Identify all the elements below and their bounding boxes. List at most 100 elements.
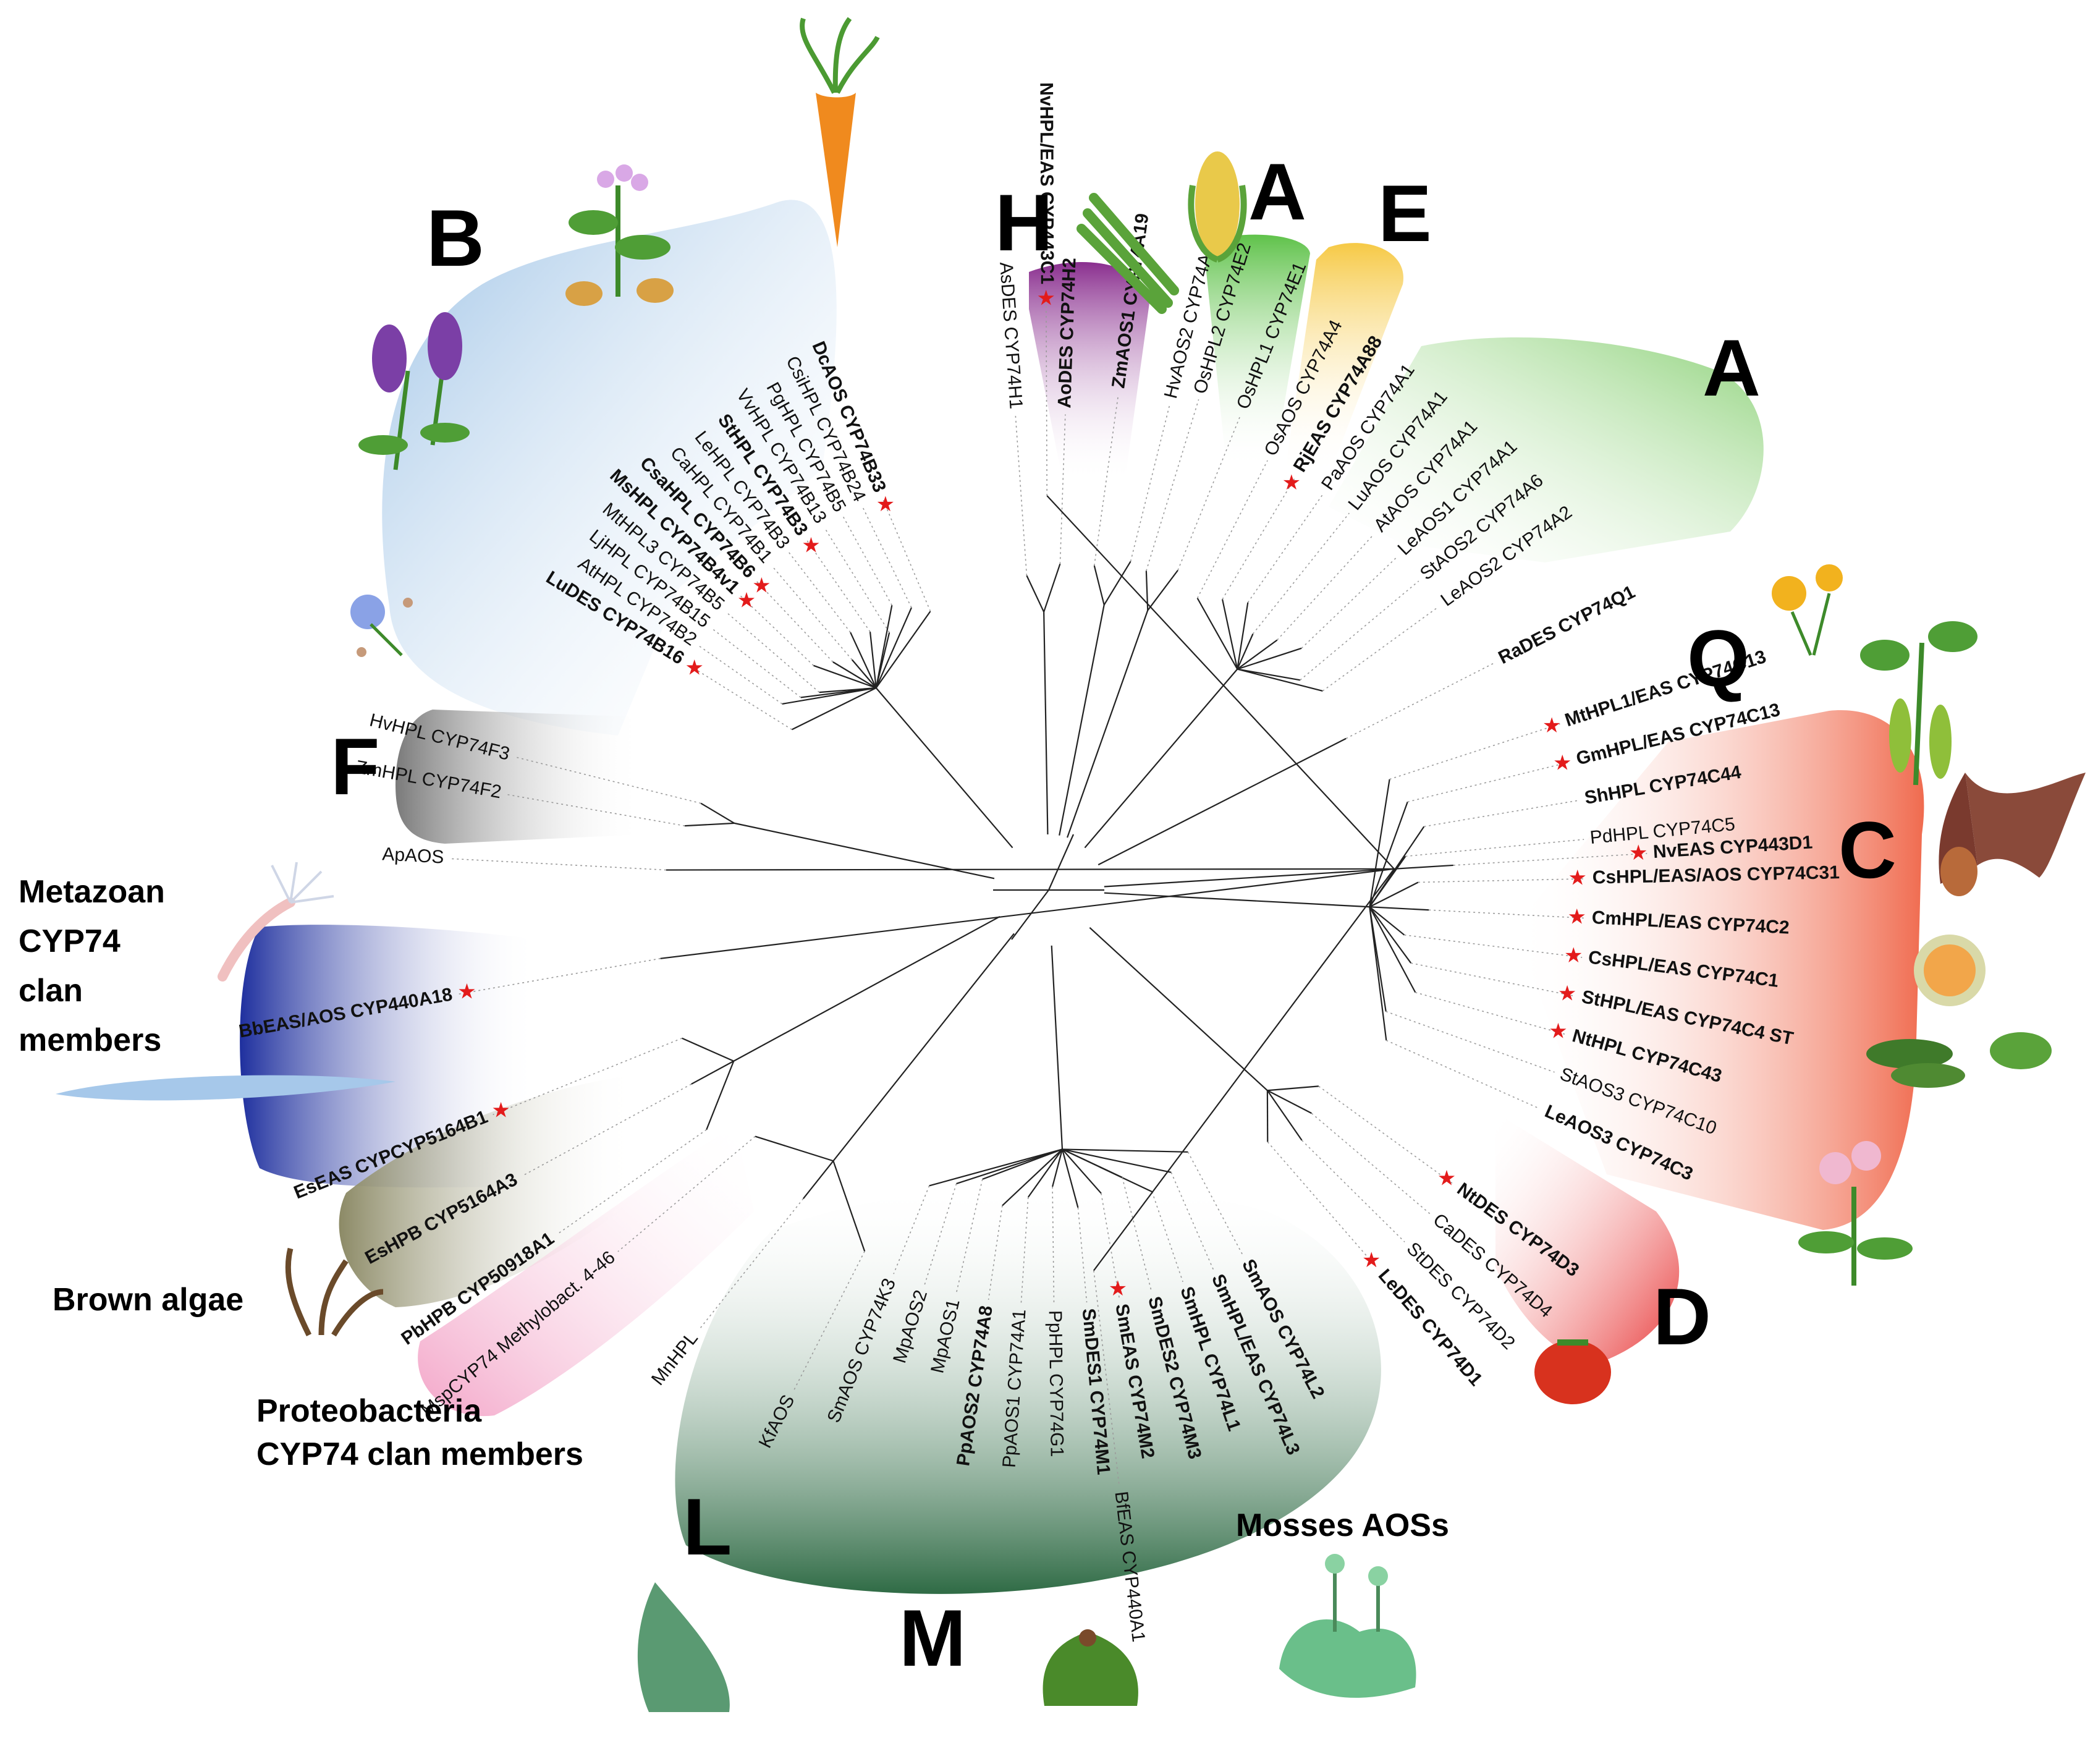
guide-line [1130, 404, 1170, 562]
tree-branch [1369, 779, 1390, 907]
tree-branch [1089, 927, 1268, 1092]
guide-line [1345, 662, 1495, 739]
guide-line [1389, 723, 1560, 780]
potato-plant-icon [565, 164, 674, 306]
leaf-label: PpHPL CYP74G1 [1045, 1310, 1067, 1457]
guide-line [617, 1135, 756, 1252]
guide-line [1300, 580, 1419, 681]
tree-branch [1266, 1090, 1303, 1141]
tree-branches [450, 290, 1648, 1486]
metazoan-label: clan [19, 973, 83, 1009]
tree-branch [1067, 610, 1149, 838]
lycophyte-icon [637, 1582, 730, 1712]
guide-line [1318, 1085, 1454, 1185]
clade-d-shape [1495, 1113, 1680, 1362]
guide-line [861, 506, 912, 608]
guide-line [1093, 1270, 1120, 1486]
tree-branch [1104, 892, 1370, 908]
tree-branch [929, 1148, 1063, 1187]
proteobacteria-label: CYP74 clan members [256, 1436, 583, 1472]
tree-branch [1237, 668, 1323, 692]
guide-line [1277, 533, 1374, 641]
tree-branch [1196, 598, 1238, 670]
leaf-label: ApAOS [382, 844, 445, 867]
clade-e-shape [1285, 243, 1403, 476]
guide-line [1151, 1191, 1183, 1283]
guide-line [1015, 415, 1028, 576]
clade-letter-b: B [426, 193, 484, 283]
tree-branch [1237, 634, 1254, 670]
tree-branch [1237, 668, 1301, 681]
leaf-label: RaDES CYP74Q1 [1495, 582, 1638, 668]
guide-line [740, 595, 814, 666]
tree-branch [1369, 881, 1419, 908]
star-icon: ★ [737, 588, 756, 613]
guide-line [1424, 800, 1579, 828]
guide-line [698, 645, 783, 705]
lancelet-icon [56, 1075, 395, 1101]
tree-branch [1084, 668, 1238, 849]
star-icon: ★ [491, 1098, 510, 1123]
corn-icon [1188, 151, 1247, 263]
guide-line [988, 1205, 1003, 1300]
clade-a1-shape [1205, 234, 1310, 470]
clade-shapes [240, 200, 1924, 1594]
tree-branch [1051, 945, 1064, 1150]
alfalfa-icon [358, 312, 470, 470]
guide-line [687, 663, 792, 731]
moss-icon [1043, 1629, 1138, 1706]
brown-algae-label: Brown algae [53, 1282, 243, 1318]
tobacco-icon [1798, 1141, 1913, 1286]
clade-h-shape [1029, 262, 1149, 482]
guide-line [450, 858, 666, 871]
tree-branch [850, 632, 877, 689]
tree-branch [1369, 906, 1412, 964]
star-icon: ★ [1542, 713, 1561, 738]
tree-branch [875, 611, 931, 689]
cucumber-icon [1866, 1032, 2052, 1088]
clade-c-shape [1514, 710, 1924, 1230]
guide-line [1404, 934, 1583, 958]
tree-branch [1237, 602, 1249, 669]
tree-branch [875, 632, 890, 689]
tree-branch [1062, 1148, 1102, 1194]
buttercup-icon [1772, 564, 1843, 656]
clade-f-shape [395, 710, 643, 844]
tree-branch [706, 1061, 735, 1130]
star-icon: ★ [876, 492, 895, 517]
metazoan-label: members [19, 1022, 161, 1058]
guide-line [1252, 512, 1350, 635]
guide-line [1385, 1011, 1555, 1073]
tree-branch [832, 1160, 866, 1252]
guide-line [725, 611, 820, 693]
clade-letter-a-right: A [1703, 323, 1761, 413]
guide-line [1146, 399, 1199, 571]
star-icon: ★ [1549, 1019, 1567, 1044]
tree-branch [832, 933, 1015, 1161]
clade-letter-a-top: A [1248, 146, 1306, 237]
guide-line [893, 1185, 930, 1274]
asparagus-icon [1076, 193, 1179, 314]
tree-branch [1047, 834, 1075, 891]
clade-letter-e: E [1378, 168, 1432, 258]
tree-branch [1059, 604, 1105, 836]
flax-icon [350, 595, 413, 657]
star-icon: ★ [1568, 904, 1586, 929]
liverwort-icon [1279, 1554, 1416, 1698]
leaf-label: AsDES CYP74H1 [996, 261, 1026, 410]
tree-branch [1369, 906, 1405, 936]
tree-branch [791, 687, 877, 731]
guide-line [824, 527, 890, 633]
organism-illustrations [56, 17, 2086, 1712]
carrot-icon [800, 17, 880, 247]
tree-branch [1043, 612, 1049, 835]
guide-line [755, 580, 834, 663]
guide-line [1093, 394, 1119, 566]
clade-a2-shape [1329, 337, 1764, 562]
guide-line [1301, 1140, 1405, 1242]
tree-branch [1313, 737, 1347, 757]
tree-branch [1052, 1149, 1064, 1187]
tree-branch [1026, 575, 1045, 613]
metazoan-label: CYP74 [19, 923, 121, 959]
